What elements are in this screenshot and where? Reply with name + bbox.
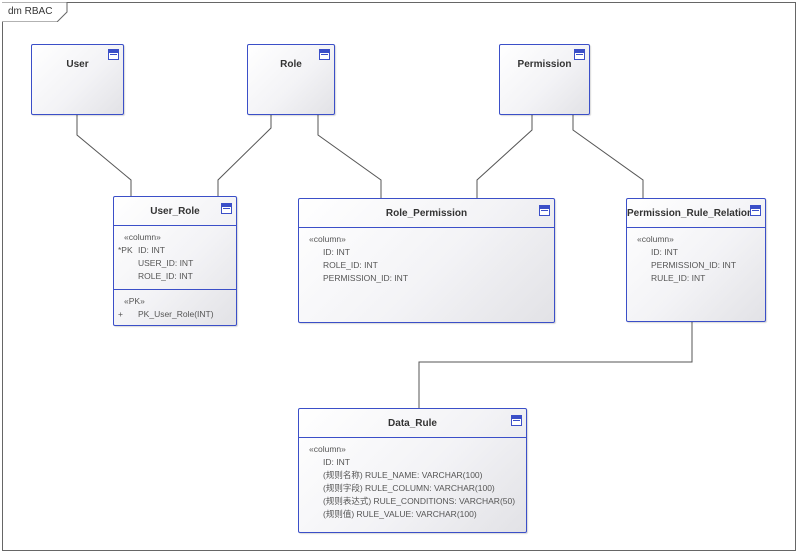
entity-role[interactable]: Role — [247, 44, 335, 115]
column-stereotype: «column» — [309, 444, 346, 454]
entity-title: Role_Permission — [385, 208, 468, 219]
column-row: PERMISSION_ID: INT — [323, 273, 409, 283]
column-row: ID: INT — [651, 247, 678, 257]
table-icon — [319, 49, 330, 60]
entity-title: Data_Rule — [388, 418, 437, 429]
table-icon — [108, 49, 119, 60]
entity-title: Permission — [517, 59, 572, 70]
column-row: (规则名称) RULE_NAME: VARCHAR(100) — [323, 470, 483, 480]
entity-data-rule[interactable]: Data_Rule «column» ID: INT (规则名称) RULE_N… — [298, 408, 527, 533]
table-icon — [511, 415, 522, 426]
operation-stereotype: «PK» — [124, 296, 145, 306]
operation-text: PK_User_Role(INT) — [138, 309, 214, 319]
entity-role-permission[interactable]: Role_Permission «column» ID: INT ROLE_ID… — [298, 198, 555, 323]
entity-permission[interactable]: Permission — [499, 44, 590, 115]
entity-title: User — [66, 59, 89, 70]
column-stereotype: «column» — [637, 234, 674, 244]
column-row: ROLE_ID: INT — [114, 270, 236, 283]
diagram-label: dm RBAC — [8, 6, 53, 17]
column-section: «column» ID: INT ROLE_ID: INT PERMISSION… — [299, 228, 554, 291]
table-icon — [750, 205, 761, 216]
entity-user-role[interactable]: User_Role «column» *PK ID: INT USER_ID: … — [113, 196, 237, 326]
entity-header: User_Role — [114, 197, 236, 226]
table-icon — [539, 205, 550, 216]
column-section: «column» ID: INT PERMISSION_ID: INT RULE… — [627, 228, 765, 291]
entity-title: Role — [280, 59, 302, 70]
operation-row: + PK_User_Role(INT) — [114, 308, 236, 321]
entity-title: Permission_Rule_Relation — [627, 208, 754, 219]
column-row: RULE_ID: INT — [651, 273, 706, 283]
entity-title: User_Role — [150, 206, 200, 217]
connector-permission-prr — [572, 115, 644, 198]
column-section: «column» ID: INT (规则名称) RULE_NAME: VARCH… — [299, 438, 526, 527]
column-text: USER_ID: INT — [138, 258, 194, 268]
entity-permission-rule-relation[interactable]: Permission_Rule_Relation «column» ID: IN… — [626, 198, 766, 322]
column-row: ID: INT — [323, 457, 350, 467]
connector-prr-datarule — [418, 322, 693, 408]
column-stereotype: «column» — [124, 232, 161, 242]
diagram-tab — [2, 2, 68, 22]
column-text: ROLE_ID: INT — [138, 271, 193, 281]
pk-marker: *PK — [118, 245, 133, 255]
connector-permission-rolepermission — [476, 115, 533, 198]
entity-header: Role_Permission — [299, 199, 554, 228]
column-row: PERMISSION_ID: INT — [651, 260, 737, 270]
entity-user[interactable]: User — [31, 44, 124, 115]
column-row: USER_ID: INT — [114, 257, 236, 270]
column-text: ID: INT — [138, 245, 165, 255]
table-icon — [574, 49, 585, 60]
entity-header: Data_Rule — [299, 409, 526, 438]
connector-role-userrole — [217, 115, 272, 196]
column-stereotype: «column» — [309, 234, 346, 244]
visibility-marker: + — [118, 309, 123, 319]
operation-section: «PK» + PK_User_Role(INT) — [114, 289, 236, 327]
column-row: (规则表达式) RULE_CONDITIONS: VARCHAR(50) — [323, 496, 516, 506]
column-row: (规则值) RULE_VALUE: VARCHAR(100) — [323, 509, 477, 519]
table-icon — [221, 203, 232, 214]
column-row: *PK ID: INT — [114, 244, 236, 257]
column-section: «column» *PK ID: INT USER_ID: INT ROLE_I… — [114, 226, 236, 289]
connector-role-rolepermission — [317, 115, 382, 198]
entity-header: Permission_Rule_Relation — [627, 199, 765, 228]
column-row: ROLE_ID: INT — [323, 260, 378, 270]
connector-user-userrole — [76, 115, 132, 196]
column-row: ID: INT — [323, 247, 350, 257]
column-row: (规则字段) RULE_COLUMN: VARCHAR(100) — [323, 483, 495, 493]
